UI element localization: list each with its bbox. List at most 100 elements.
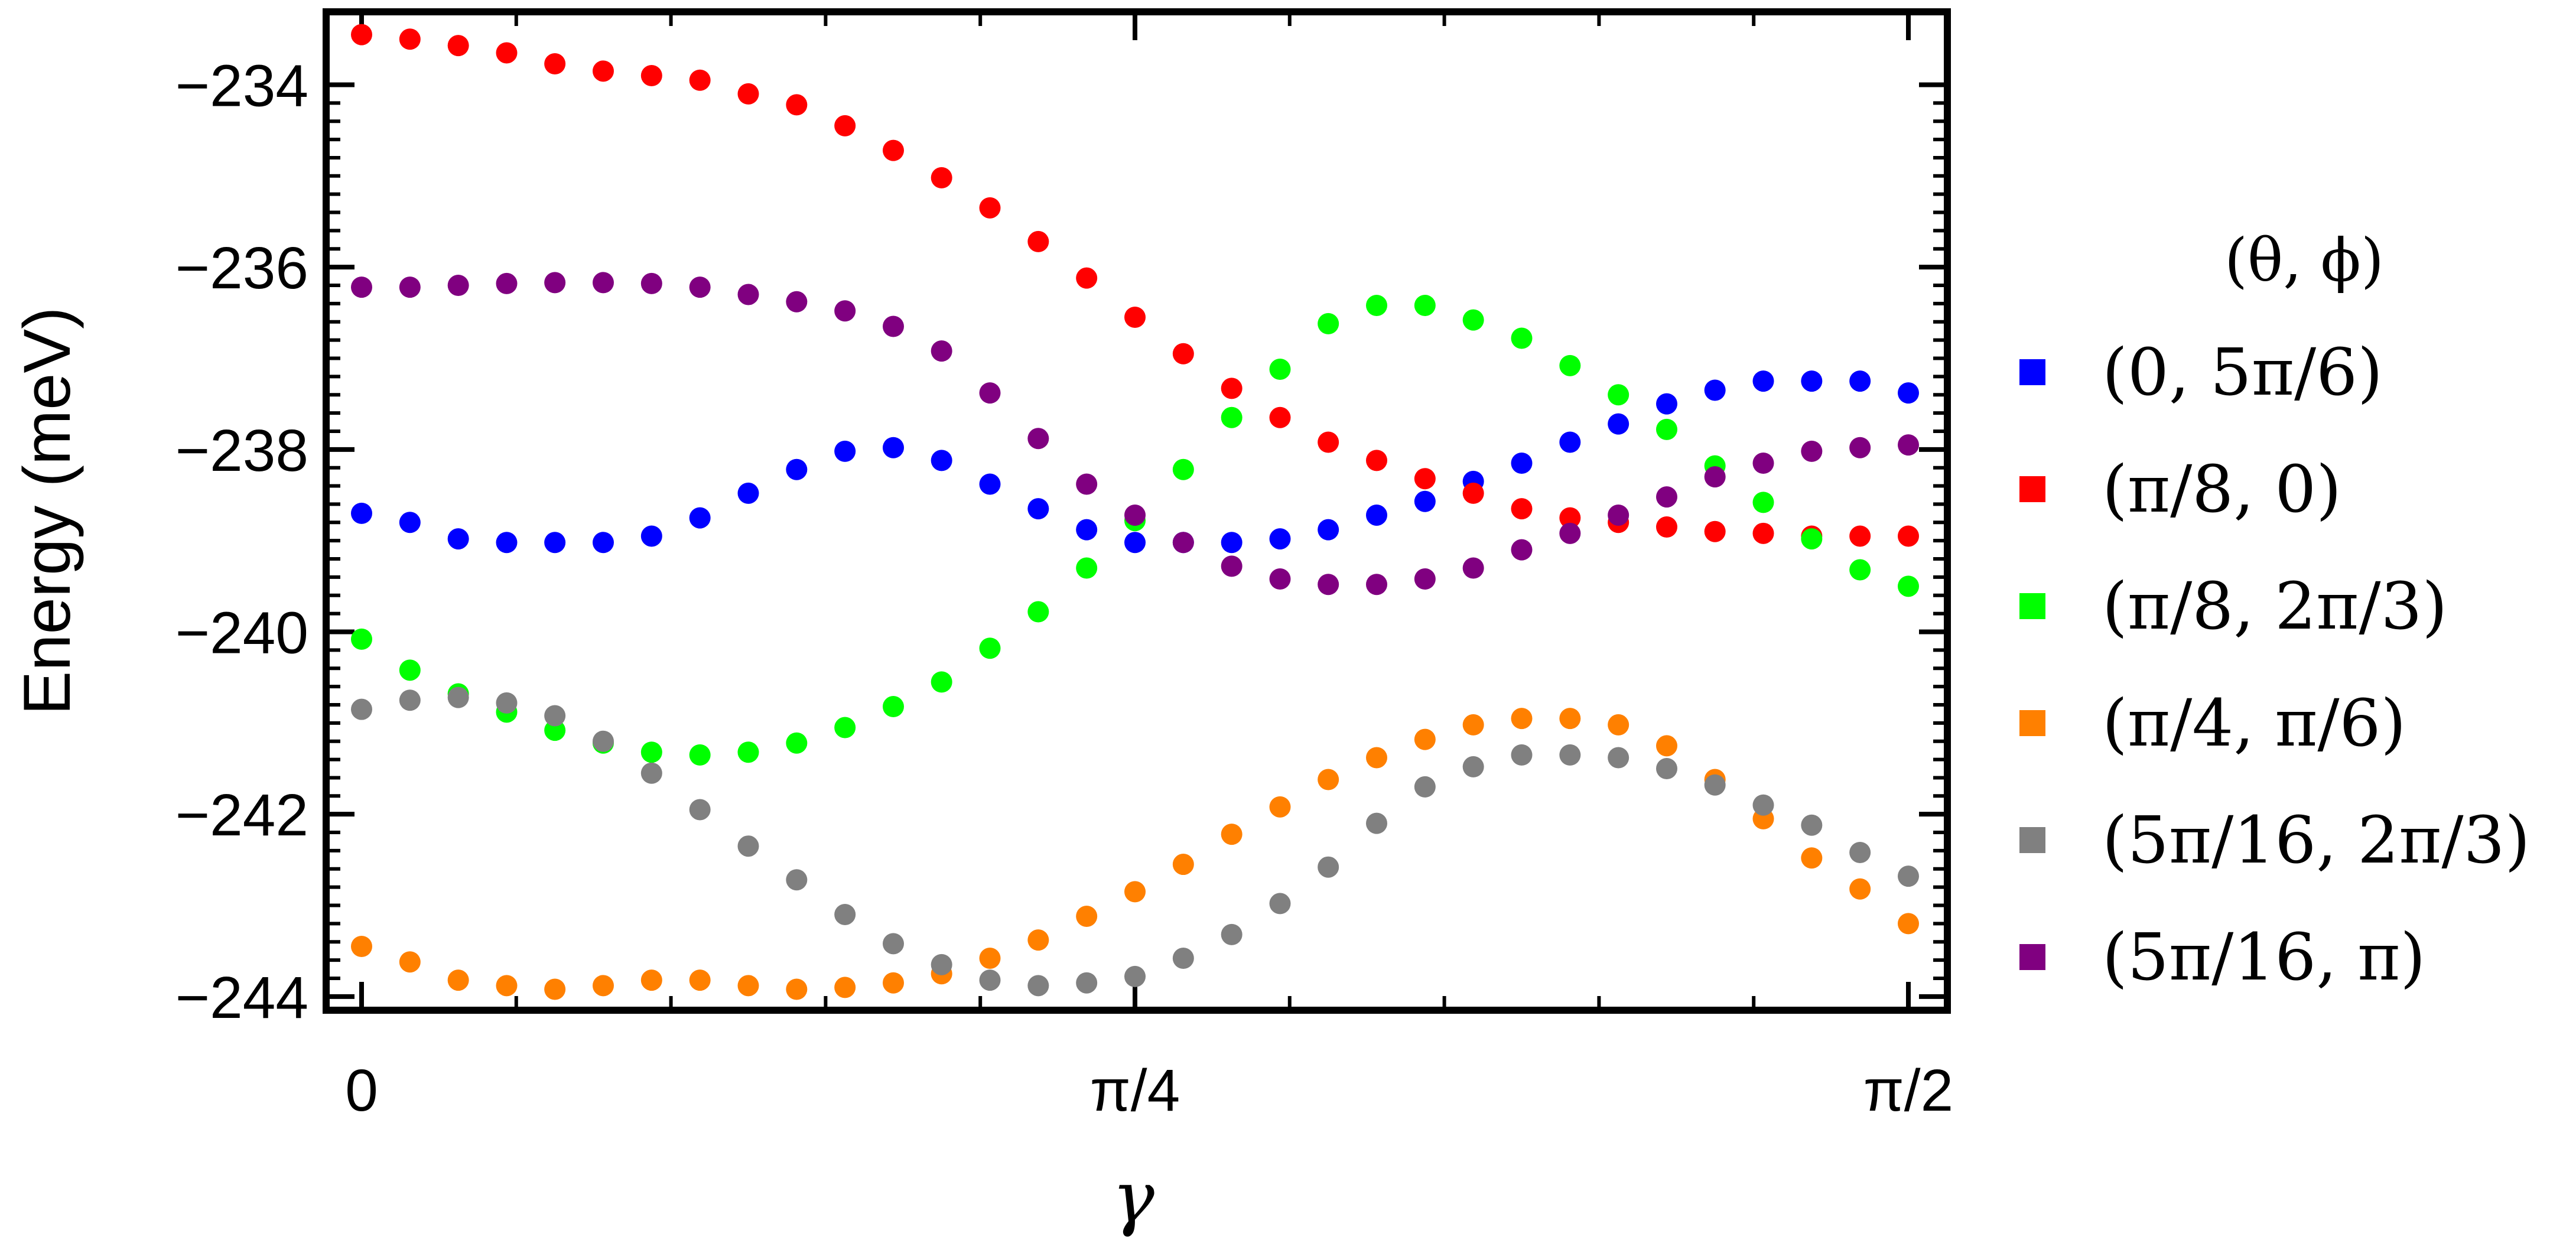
data-point	[447, 528, 469, 550]
legend-title: (θ, ϕ)	[2224, 226, 2384, 295]
data-point	[496, 692, 518, 714]
data-point	[1656, 758, 1677, 780]
legend-label: (5π/16, π)	[2102, 919, 2425, 995]
data-point	[1027, 601, 1049, 623]
data-point	[834, 440, 856, 462]
data-point	[1608, 714, 1629, 736]
y-tick-label: −242	[175, 782, 308, 848]
data-point	[1366, 504, 1387, 526]
data-point	[1898, 525, 1919, 547]
data-point	[1849, 559, 1871, 581]
data-point	[399, 689, 421, 711]
data-point	[640, 272, 662, 294]
data-point	[399, 28, 421, 50]
data-point	[883, 315, 904, 337]
data-point	[1849, 437, 1871, 458]
data-point	[1269, 796, 1291, 818]
data-point	[1124, 532, 1146, 554]
data-point	[1414, 728, 1436, 750]
data-point	[1752, 452, 1774, 474]
data-point	[979, 382, 1001, 404]
data-point	[399, 276, 421, 298]
data-point	[1849, 841, 1871, 863]
data-point	[1608, 747, 1629, 769]
data-point	[1559, 431, 1581, 453]
data-point	[1172, 532, 1194, 554]
data-point	[786, 732, 808, 754]
series-4	[351, 686, 1919, 997]
data-point	[1656, 418, 1677, 440]
data-point	[737, 835, 759, 857]
data-point	[1027, 498, 1049, 520]
data-point	[1801, 814, 1823, 836]
data-point	[1124, 504, 1146, 526]
data-point	[1511, 539, 1533, 561]
legend-label: (π/8, 2π/3)	[2102, 568, 2447, 644]
data-point	[1366, 294, 1387, 316]
data-point	[447, 35, 469, 57]
data-point	[1656, 516, 1677, 538]
legend-swatch	[2019, 944, 2045, 970]
data-point	[447, 969, 469, 991]
data-point	[1608, 384, 1629, 406]
data-point	[1414, 490, 1436, 512]
data-point	[1414, 776, 1436, 798]
data-point	[1318, 431, 1339, 453]
data-point	[979, 473, 1001, 495]
data-point	[786, 94, 808, 116]
data-points	[351, 24, 1919, 1000]
data-point	[737, 741, 759, 763]
data-point	[640, 969, 662, 991]
data-point	[496, 975, 518, 997]
x-axis-title: γ	[1112, 1157, 1154, 1239]
data-point	[1898, 382, 1919, 404]
data-point	[1704, 379, 1726, 401]
data-point	[1801, 370, 1823, 392]
data-point	[1704, 466, 1726, 488]
data-point	[399, 951, 421, 973]
data-point	[834, 115, 856, 136]
data-point	[1511, 744, 1533, 766]
data-point	[931, 450, 952, 471]
data-point	[1559, 354, 1581, 376]
data-point	[786, 291, 808, 313]
data-point	[1898, 434, 1919, 456]
data-point	[883, 437, 904, 458]
data-point	[1221, 378, 1243, 399]
data-point	[1898, 575, 1919, 597]
legend-swatch	[2019, 827, 2045, 853]
data-point	[1559, 522, 1581, 544]
data-point	[1752, 492, 1774, 513]
data-point	[351, 935, 372, 957]
data-point	[1898, 865, 1919, 887]
data-point	[834, 300, 856, 322]
data-point	[1076, 557, 1098, 579]
data-point	[737, 482, 759, 504]
series-0	[351, 370, 1919, 554]
data-point	[1752, 794, 1774, 816]
data-point	[786, 978, 808, 1000]
data-point	[544, 532, 566, 554]
data-point	[1462, 482, 1484, 504]
data-point	[1656, 393, 1677, 415]
data-point	[1414, 294, 1436, 316]
x-tick-label: 0	[345, 1057, 378, 1124]
legend-label: (0, 5π/6)	[2102, 334, 2383, 410]
data-point	[1318, 519, 1339, 541]
data-point	[496, 42, 518, 64]
y-tick-label: −234	[175, 53, 308, 119]
x-tick-label: π/4	[1090, 1057, 1180, 1124]
legend-swatch	[2019, 710, 2045, 736]
data-point	[1366, 747, 1387, 769]
data-point	[1269, 893, 1291, 915]
data-point	[640, 65, 662, 87]
data-point	[1462, 714, 1484, 736]
y-axis-title: Energy (meV)	[10, 307, 84, 715]
data-point	[883, 972, 904, 994]
data-point	[351, 698, 372, 720]
data-point	[1318, 769, 1339, 790]
data-point	[1801, 440, 1823, 462]
data-point	[640, 741, 662, 763]
data-point	[1559, 507, 1581, 529]
